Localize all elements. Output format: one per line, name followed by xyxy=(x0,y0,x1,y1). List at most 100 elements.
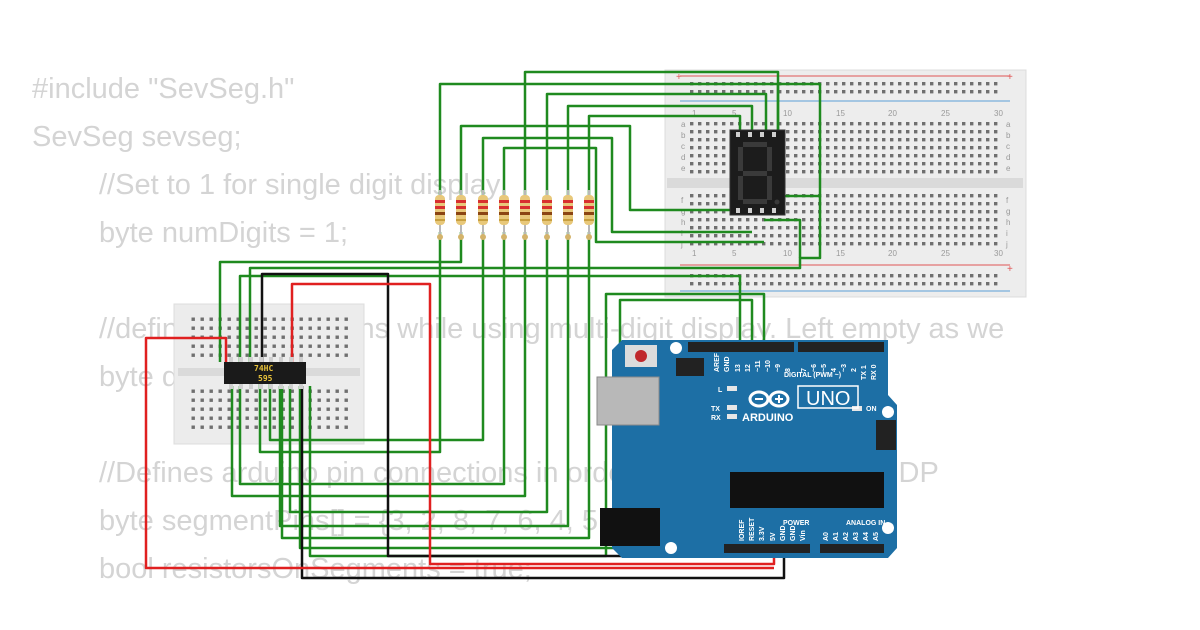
arduino-model: UNO xyxy=(806,388,850,410)
code-line-sevseg: SevSeg sevseg; xyxy=(32,121,242,153)
bb-row-j-right: j xyxy=(1005,240,1008,249)
code-line-numdigits: byte numDigits = 1; xyxy=(99,217,349,249)
pin-label: 12 xyxy=(745,364,752,372)
wire-green xyxy=(288,232,549,514)
wire-green xyxy=(238,274,742,362)
seven-segment-display xyxy=(729,129,786,216)
pin-label: 4 xyxy=(831,368,838,372)
resistor xyxy=(456,190,466,240)
bb-col-5-top: 5 xyxy=(732,109,737,118)
pin-label: 3.3V xyxy=(759,526,766,541)
pin-label: AREF xyxy=(714,352,721,372)
pin-label: ~10 xyxy=(765,360,772,372)
wire-green xyxy=(218,232,463,362)
pin-label: Vin xyxy=(800,530,807,541)
breadboard-large: + + + 1 5 10 15 20 25 30 1 5 10 15 20 25… xyxy=(664,69,1027,298)
pin-label: GND xyxy=(724,356,731,372)
on-led-label: ON xyxy=(866,406,877,413)
wire-green xyxy=(764,218,802,258)
chip-label-line2: 595 xyxy=(258,374,273,383)
bb-row-g-right: g xyxy=(1006,207,1010,216)
bb-col-1-top: 1 xyxy=(692,109,697,118)
pin-label: ~9 xyxy=(775,364,782,372)
pin-label: A2 xyxy=(843,532,850,541)
bb-col-30-bottom: 30 xyxy=(994,249,1003,258)
resistor xyxy=(584,190,594,240)
led-tx-label: TX xyxy=(711,406,720,413)
svg-text:+: + xyxy=(676,72,682,83)
resistor xyxy=(499,190,509,240)
bb-col-1-bottom: 1 xyxy=(692,249,697,258)
pin-label: GND xyxy=(780,525,787,541)
pin-label: ~3 xyxy=(841,364,848,372)
wire-green xyxy=(778,82,822,198)
bb-col-25-top: 25 xyxy=(941,109,950,118)
bb-col-20-bottom: 20 xyxy=(888,249,897,258)
bb-col-20-top: 20 xyxy=(888,109,897,118)
wire-green xyxy=(481,136,752,234)
pin-label: ~5 xyxy=(821,364,828,372)
shift-register-chip: 74HC 595 xyxy=(224,357,306,389)
pin-label: 5V xyxy=(770,532,777,541)
resistor xyxy=(542,190,552,240)
chip-label-line1: 74HC xyxy=(254,364,273,373)
bb-col-25-bottom: 25 xyxy=(941,249,950,258)
wire-green xyxy=(587,114,742,200)
wire-green xyxy=(280,232,591,540)
wire-green xyxy=(278,232,570,528)
wire-black xyxy=(300,386,786,580)
pin-label: RESET xyxy=(749,517,756,541)
bb-row-a-left: a xyxy=(681,120,686,129)
resistor xyxy=(520,190,530,240)
bb-row-b-right: b xyxy=(1006,131,1011,140)
wire-green xyxy=(566,104,754,200)
arduino-brand: ARDUINO xyxy=(742,412,794,424)
bb-row-a-right: a xyxy=(1006,120,1011,129)
wire-green xyxy=(545,92,768,200)
bb-row-h-left: h xyxy=(681,218,685,227)
arduino-uno-board: UNO ARDUINO DIGITAL (PWM ~) ON L TX RX P… xyxy=(596,340,897,558)
resistor-bank xyxy=(435,190,594,240)
wire-green xyxy=(268,232,485,442)
bb-col-30-top: 30 xyxy=(994,109,1003,118)
bb-col-10-bottom: 10 xyxy=(783,249,792,258)
resistor xyxy=(563,190,573,240)
led-l-label: L xyxy=(718,387,723,394)
wire-red xyxy=(290,282,776,566)
power-header-label: POWER xyxy=(783,520,809,527)
pin-label: 8 xyxy=(785,368,792,372)
code-line-comment-digits: //Set to 1 for single digit display xyxy=(99,169,501,201)
bb-row-h-right: h xyxy=(1006,218,1010,227)
pin-label: ~11 xyxy=(755,360,762,372)
pin-label: RX 0 xyxy=(871,364,878,380)
bb-row-f-right: f xyxy=(1006,196,1009,205)
wires xyxy=(144,70,822,580)
bb-row-d-left: d xyxy=(681,153,685,162)
bb-row-e-right: e xyxy=(1006,164,1011,173)
svg-text:+: + xyxy=(1007,72,1013,83)
resistor xyxy=(435,190,445,240)
bb-row-e-left: e xyxy=(681,164,686,173)
bb-col-15-bottom: 15 xyxy=(836,249,845,258)
pin-label: 2 xyxy=(851,368,858,372)
bb-col-15-top: 15 xyxy=(836,109,845,118)
pin-label: 7 xyxy=(801,368,808,372)
pin-label: ~6 xyxy=(811,364,818,372)
pin-label: A5 xyxy=(873,532,880,541)
bb-row-i-right: i xyxy=(1006,229,1008,238)
bb-col-10-top: 10 xyxy=(783,109,792,118)
wire-green xyxy=(248,196,822,362)
bb-col-5-bottom: 5 xyxy=(732,249,737,258)
wire-green xyxy=(258,232,442,454)
pin-label: A4 xyxy=(863,532,870,541)
code-line-include: #include "SevSeg.h" xyxy=(32,73,295,105)
bb-row-d-right: d xyxy=(1006,153,1010,162)
pin-label: 13 xyxy=(735,364,742,372)
bb-row-i-left: i xyxy=(681,229,683,238)
wire-green xyxy=(523,70,780,200)
bb-row-f-left: f xyxy=(681,196,684,205)
bb-row-c-left: c xyxy=(681,142,685,151)
arduino-logo-icon xyxy=(748,390,790,408)
pin-label: A3 xyxy=(853,532,860,541)
